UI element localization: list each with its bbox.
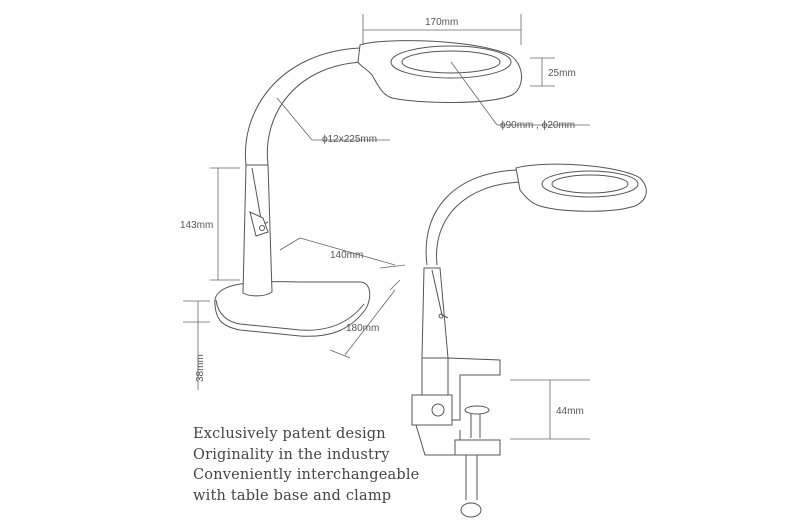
label-arm-height: 143mm	[180, 220, 213, 231]
description-line: with table base and clamp	[193, 487, 392, 504]
description-line: Conveniently interchangeable	[193, 467, 420, 483]
dimension-labels: 170mm 25mm ϕ90mm , ϕ20mm ϕ12x225mm 143mm…	[180, 17, 584, 417]
label-base-width: 180mm	[346, 323, 379, 334]
feature-description: Exclusively patent design Originality in…	[193, 424, 419, 506]
label-lens-diameter: ϕ90mm , ϕ20mm	[500, 120, 575, 131]
label-clamp-opening: 44mm	[556, 406, 584, 417]
label-head-height: 25mm	[548, 68, 576, 79]
label-neck: ϕ12x225mm	[322, 134, 377, 145]
label-head-width: 170mm	[425, 17, 458, 28]
description-line: Originality in the industry	[193, 446, 390, 463]
dimension-lines	[183, 14, 590, 440]
desk-lamp-drawing	[214, 40, 522, 337]
clamp-lamp-drawing	[411, 163, 647, 518]
label-base-height: 38mm	[195, 354, 206, 382]
description-line: Exclusively patent design	[193, 426, 386, 442]
label-base-depth: 140mm	[330, 250, 363, 261]
